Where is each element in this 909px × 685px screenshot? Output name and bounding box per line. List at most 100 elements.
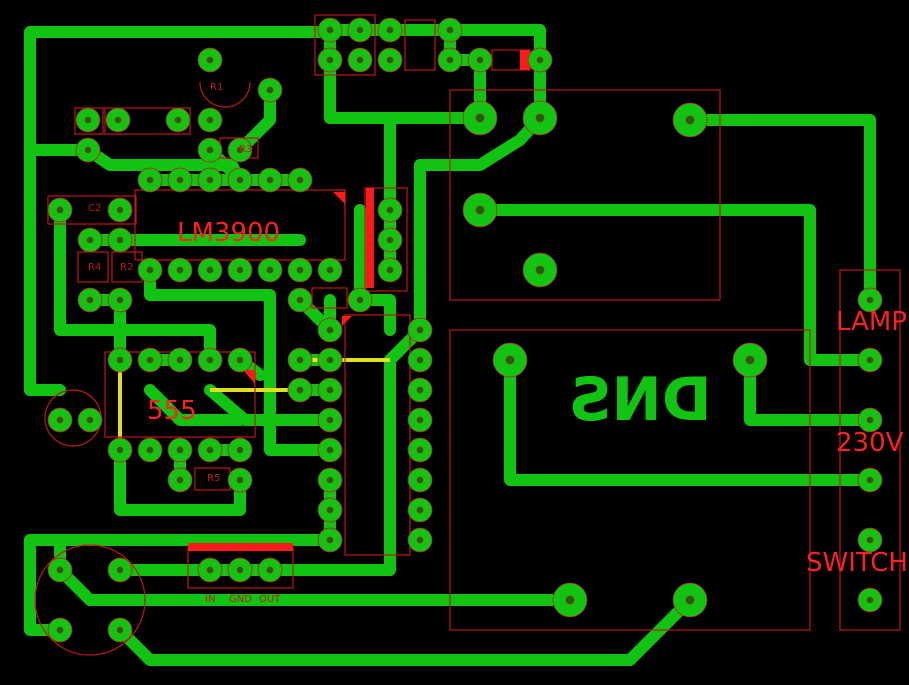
pad-hole — [326, 506, 334, 514]
pad-hole — [475, 113, 485, 123]
pad-hole — [176, 446, 184, 454]
lm3900-label: LM3900 — [177, 218, 280, 248]
pad-hole — [326, 26, 334, 34]
pad-hole — [386, 26, 394, 34]
r2-label: R2 — [120, 262, 133, 273]
pad-hole — [326, 416, 334, 424]
pad-hole — [206, 356, 214, 364]
pad-hole — [326, 266, 334, 274]
pad-hole — [326, 326, 334, 334]
pad-hole — [236, 446, 244, 454]
pad-hole — [446, 56, 454, 64]
pad-hole — [84, 116, 92, 124]
pad-hole — [326, 56, 334, 64]
pad-hole — [236, 176, 244, 184]
pad-hole — [146, 266, 154, 274]
pad-hole — [356, 56, 364, 64]
pad-hole — [565, 595, 575, 605]
r5-label: R5 — [207, 473, 220, 484]
pad-hole — [866, 416, 874, 424]
reg-in-label: IN — [205, 594, 215, 605]
pad-hole — [206, 266, 214, 274]
pad-hole — [56, 206, 64, 214]
pad-hole — [116, 206, 124, 214]
pad-hole — [386, 266, 394, 274]
pad-hole — [116, 296, 124, 304]
pad-hole — [236, 476, 244, 484]
pad-hole — [86, 236, 94, 244]
pad-hole — [326, 446, 334, 454]
pad-hole — [416, 326, 424, 334]
pad-hole — [146, 176, 154, 184]
pad-hole — [866, 476, 874, 484]
pad-hole — [56, 416, 64, 424]
pad-hole — [296, 386, 304, 394]
pad-hole — [114, 116, 122, 124]
pad-hole — [206, 146, 214, 154]
pad-hole — [416, 416, 424, 424]
pad-hole — [116, 236, 124, 244]
r4-label: R4 — [88, 262, 101, 273]
pad-hole — [146, 356, 154, 364]
pad-hole — [296, 266, 304, 274]
r1-label: R1 — [210, 82, 223, 93]
pad-hole — [266, 176, 274, 184]
pad-hole — [174, 116, 182, 124]
pad-hole — [266, 266, 274, 274]
pad-hole — [416, 446, 424, 454]
pad-hole — [236, 356, 244, 364]
pad-hole — [866, 536, 874, 544]
pad-hole — [206, 566, 214, 574]
pad-hole — [146, 446, 154, 454]
pad-hole — [206, 446, 214, 454]
reg-out-label: OUT — [259, 594, 281, 605]
pad-hole — [866, 296, 874, 304]
pad-hole — [535, 113, 545, 123]
pad-hole — [116, 566, 124, 574]
pad-hole — [236, 146, 244, 154]
pad-hole — [416, 536, 424, 544]
pad-hole — [476, 56, 484, 64]
pad-hole — [206, 56, 214, 64]
pad-hole — [866, 596, 874, 604]
solder-pads — [47, 17, 883, 643]
pad-hole — [475, 205, 485, 215]
pad-hole — [116, 626, 124, 634]
pad-hole — [386, 206, 394, 214]
pad-hole — [56, 626, 64, 634]
pad-hole — [266, 566, 274, 574]
pad-hole — [326, 476, 334, 484]
pad-hole — [176, 476, 184, 484]
pad-hole — [416, 356, 424, 364]
switch-label: SWITCH — [806, 548, 908, 578]
pad-hole — [446, 26, 454, 34]
dns-label: DNS — [568, 365, 711, 435]
pad-hole — [266, 86, 274, 94]
pad-hole — [416, 476, 424, 484]
reg-gnd-label: GND — [229, 594, 252, 605]
c2-label: C2 — [88, 203, 101, 214]
lamp-label: LAMP — [836, 307, 907, 337]
pad-hole — [505, 355, 515, 365]
pad-hole — [326, 356, 334, 364]
pad-hole — [84, 146, 92, 154]
pad-hole — [685, 595, 695, 605]
pad-hole — [206, 116, 214, 124]
pad-hole — [206, 176, 214, 184]
pad-hole — [56, 566, 64, 574]
pad-hole — [176, 266, 184, 274]
pad-hole — [535, 265, 545, 275]
pad-hole — [356, 26, 364, 34]
pad-hole — [326, 386, 334, 394]
pad-hole — [536, 56, 544, 64]
pad-hole — [416, 506, 424, 514]
r3-label: R3 — [239, 144, 252, 155]
silk-marks — [188, 50, 530, 551]
pad-hole — [176, 356, 184, 364]
pad-hole — [236, 566, 244, 574]
pad-hole — [236, 266, 244, 274]
pad-hole — [296, 176, 304, 184]
pad-hole — [86, 296, 94, 304]
pad-hole — [356, 296, 364, 304]
